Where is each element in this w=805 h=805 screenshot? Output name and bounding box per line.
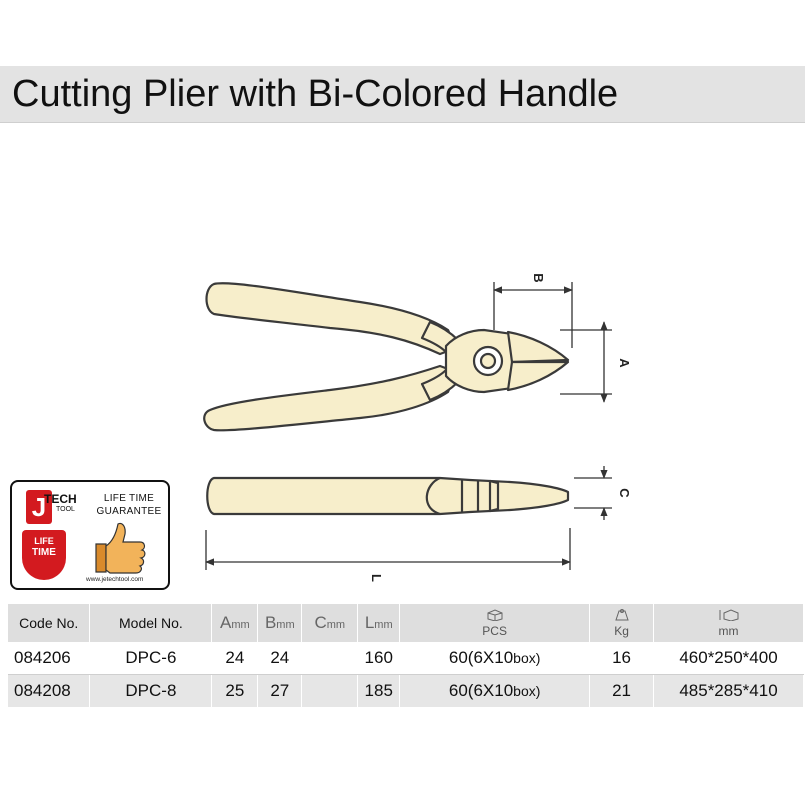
- brand-j-mark: J: [26, 490, 52, 524]
- header-kg-label: Kg: [614, 624, 629, 638]
- title-band: Cutting Plier with Bi-Colored Handle: [0, 66, 805, 123]
- page-title: Cutting Plier with Bi-Colored Handle: [12, 73, 619, 115]
- dimension-l: [205, 528, 571, 570]
- thumbs-up-icon: [95, 522, 146, 574]
- dimension-a-label: A: [617, 358, 632, 368]
- cell-l: 185: [357, 674, 401, 709]
- dimension-c-label: C: [617, 488, 632, 498]
- cell-code: 084208: [8, 674, 91, 709]
- guarantee-line-1: LIFE TIME: [103, 493, 155, 504]
- cell-model: DPC-8: [89, 674, 213, 709]
- header-kg: Kg: [589, 604, 654, 642]
- guarantee-line-2: GUARANTEE: [96, 506, 162, 517]
- lower-jaw: [506, 360, 570, 392]
- dimension-a: [560, 321, 612, 403]
- header-carton-label: mm: [718, 624, 739, 638]
- plier-side-view: [206, 476, 570, 516]
- box-icon: [487, 609, 503, 622]
- side-grip-end: [425, 476, 441, 516]
- dimension-c: [574, 466, 612, 520]
- table-row: 084208 DPC-8 25 27 185 60(6X10box) 21 48…: [8, 674, 804, 709]
- cell-c: [301, 642, 359, 675]
- lifetime-shield-icon: LIFE TIME: [22, 530, 66, 580]
- cell-model: DPC-6: [89, 642, 213, 675]
- header-code: Code No.: [8, 604, 91, 642]
- plier-top-view: [203, 282, 570, 432]
- spec-table: Code No. Model No. Amm Bmm Cmm Lmm PCS K…: [8, 604, 804, 709]
- lower-handle: [203, 364, 458, 432]
- dimension-b-label: B: [531, 273, 546, 282]
- cell-b: 24: [257, 642, 303, 675]
- badge-url: www.jetechtool.com: [86, 576, 144, 583]
- cell-packing: 60(6X10box): [399, 642, 591, 675]
- pivot-inner: [479, 352, 497, 370]
- jetech-logo: J TECH TOOL: [20, 490, 80, 524]
- cell-a: 25: [211, 674, 259, 709]
- cell-kg: 21: [589, 674, 654, 709]
- cell-kg: 16: [589, 642, 654, 675]
- cell-carton: 460*250*400: [653, 642, 804, 675]
- table-header-row: Code No. Model No. Amm Bmm Cmm Lmm PCS K…: [8, 604, 804, 642]
- dimension-l-label: L: [369, 574, 384, 582]
- cell-b: 27: [257, 674, 303, 709]
- header-pcs-label: PCS: [482, 624, 507, 638]
- cell-code: 084206: [8, 642, 91, 675]
- header-l: Lmm: [357, 604, 401, 642]
- upper-jaw: [506, 330, 570, 364]
- brand-name: TECH: [44, 492, 77, 506]
- header-model: Model No.: [89, 604, 213, 642]
- header-carton: mm: [653, 604, 804, 642]
- cell-l: 160: [357, 642, 401, 675]
- upper-handle: [205, 282, 458, 356]
- dimension-b: [493, 282, 573, 348]
- table-row: 084206 DPC-6 24 24 160 60(6X10box) 16 46…: [8, 642, 804, 675]
- side-body: [206, 476, 570, 516]
- shield-line-2: TIME: [32, 547, 56, 558]
- header-pcs: PCS: [399, 604, 591, 642]
- cell-carton: 485*285*410: [653, 674, 804, 709]
- guarantee-text: LIFE TIME GUARANTEE: [90, 492, 168, 518]
- lifetime-guarantee-badge: J TECH TOOL LIFE TIME GUARANTEE LIFE TIM…: [10, 480, 170, 590]
- header-b: Bmm: [257, 604, 303, 642]
- cell-a: 24: [211, 642, 259, 675]
- cell-packing: 60(6X10box): [399, 674, 591, 709]
- carton-dimensions-icon: [719, 609, 738, 622]
- weight-icon: [614, 609, 629, 621]
- header-c: Cmm: [301, 604, 359, 642]
- shield-line-1: LIFE: [34, 536, 54, 546]
- brand-sub: TOOL: [56, 506, 75, 513]
- header-a: Amm: [211, 604, 259, 642]
- cell-c: [301, 674, 359, 709]
